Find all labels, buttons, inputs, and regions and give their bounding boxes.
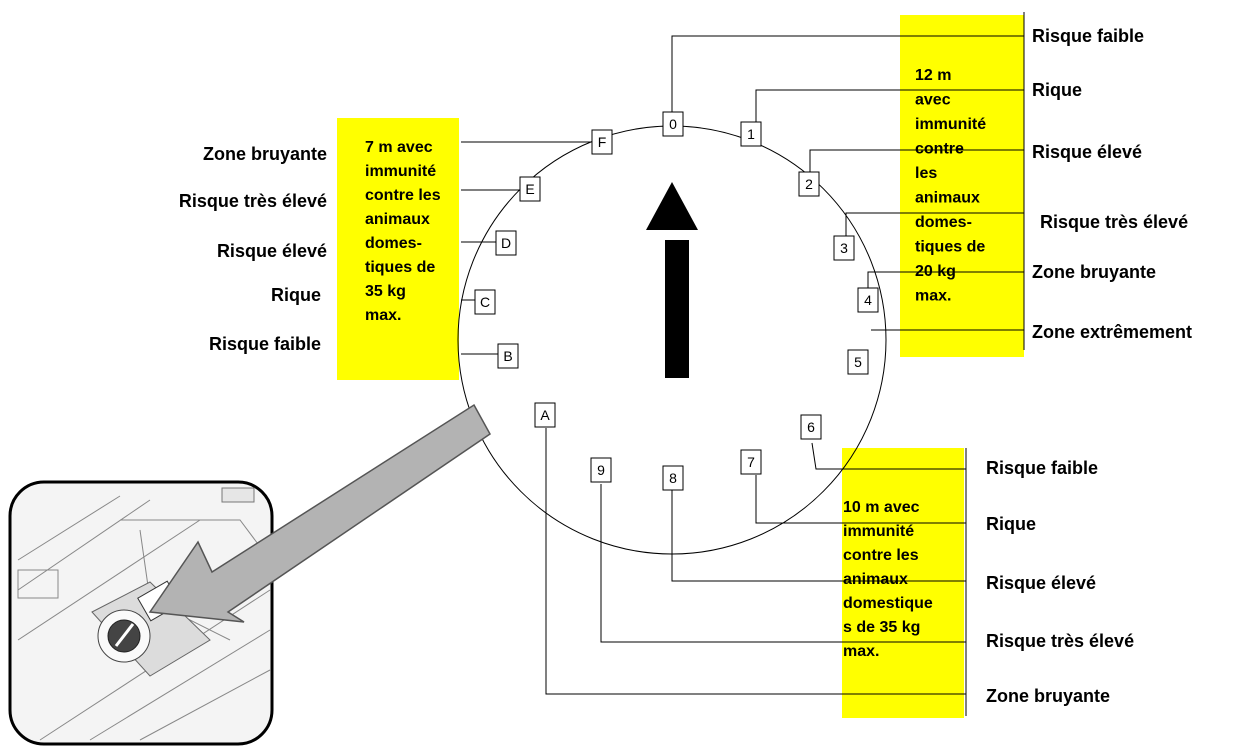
dial-box-label: D (501, 235, 511, 251)
note-line: max. (843, 643, 879, 660)
dial-box-4 (857, 287, 879, 313)
dial-box-label: B (503, 348, 512, 364)
left-leaders (461, 141, 592, 355)
note-line: animaux (365, 211, 430, 228)
bottom-note-box (842, 448, 964, 718)
dial-box-5 (847, 349, 869, 375)
dial-box-D (495, 230, 517, 256)
note-line: max. (365, 307, 401, 324)
right-note-text: 12 m avec immunité contre les animaux domes-ti… (915, 67, 986, 305)
note-line: tiques de (915, 239, 985, 256)
dial-box-label: 9 (597, 462, 605, 478)
dial-box-9 (590, 457, 612, 483)
dial-box-8 (662, 465, 684, 491)
note-line: 10 m avec (843, 499, 920, 516)
dial-box-label: 3 (840, 240, 848, 256)
dial-box-6 (800, 414, 822, 440)
dial-box-label: A (540, 407, 550, 423)
zone-label: Risque faible (986, 458, 1098, 478)
dial-box-F (591, 129, 613, 155)
zone-label: Zone extrêmement (1032, 322, 1192, 342)
zone-label: Rique (271, 285, 321, 305)
zone-label: Zone bruyante (203, 144, 327, 164)
note-line: contre les (843, 547, 919, 564)
dial-box-label: E (525, 181, 534, 197)
note-line: tiques de (365, 259, 435, 276)
zone-label: Risque très élevé (179, 191, 327, 211)
note-line: contre (915, 141, 964, 158)
dial-position-boxes: 0 1 2 3 4 5 6 7 8 9 A B C D E F (474, 111, 879, 491)
zone-label: Rique (986, 514, 1036, 534)
dial-box-label: 8 (669, 470, 677, 486)
dial-box-label: F (598, 134, 607, 150)
dial-box-C (474, 289, 496, 315)
zone-label: Rique (1032, 80, 1082, 100)
dial-box-label: C (480, 294, 490, 310)
zone-label: Risque élevé (986, 573, 1096, 593)
note-line: avec (915, 92, 951, 109)
dial-box-label: 6 (807, 419, 815, 435)
zone-label: Risque très élevé (1040, 212, 1188, 232)
note-line: animaux (915, 190, 980, 207)
dial-box-3 (833, 235, 855, 261)
dial-box-label: 2 (805, 176, 813, 192)
zone-label: Zone bruyante (1032, 262, 1156, 282)
zone-label: Risque très élevé (986, 631, 1134, 651)
rotary-switch-photo (8, 480, 274, 746)
note-line: immunité (843, 523, 914, 540)
note-line: animaux (843, 571, 908, 588)
dial-box-label: 4 (864, 292, 872, 308)
up-arrow-icon (646, 182, 698, 378)
dial-box-B (497, 343, 519, 369)
dial-box-E (519, 176, 541, 202)
bottom-leaders (545, 428, 967, 716)
note-line: domes- (915, 214, 972, 231)
left-note-text: 7 m avec immunité contre les animaux domes-t… (365, 139, 441, 324)
dial-box-label: 0 (669, 116, 677, 132)
note-line: domestique (843, 595, 933, 612)
note-line: 20 kg (915, 263, 956, 280)
note-line: immunité (915, 116, 986, 133)
right-note-box (900, 15, 1024, 357)
dial-box-1 (740, 121, 762, 147)
note-line: s de 35 kg (843, 619, 920, 636)
right-leaders (671, 12, 1025, 350)
zone-label: Risque élevé (217, 241, 327, 261)
note-line: 12 m (915, 67, 951, 84)
zone-label: Risque élevé (1032, 142, 1142, 162)
dial-box-A (534, 402, 556, 428)
note-line: les (915, 165, 937, 182)
zone-label: Risque faible (1032, 26, 1144, 46)
note-line: domes- (365, 235, 422, 252)
dial-box-label: 7 (747, 454, 755, 470)
note-line: immunité (365, 163, 436, 180)
bottom-note-text: 10 m avec immunité contre les animaux domest… (843, 499, 933, 660)
dial-box-0 (662, 111, 684, 137)
dial-box-label: 5 (854, 354, 862, 370)
note-line: max. (915, 288, 951, 305)
note-line: 35 kg (365, 283, 406, 300)
note-line: 7 m avec (365, 139, 433, 156)
dial-box-2 (798, 171, 820, 197)
dial-box-label: 1 (747, 126, 755, 142)
zone-label: Zone bruyante (986, 686, 1110, 706)
zone-label: Risque faible (209, 334, 321, 354)
dial-box-7 (740, 449, 762, 475)
left-note-box (337, 118, 459, 380)
note-line: contre les (365, 187, 441, 204)
pointer-arrow-icon (148, 403, 491, 623)
